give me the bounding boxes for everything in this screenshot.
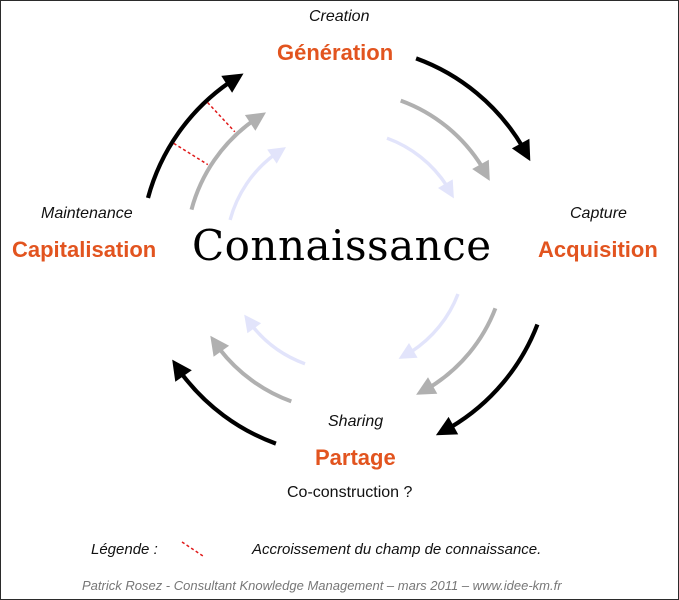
arrow-middle-bottom-left-shaft xyxy=(217,347,292,404)
arrow-inner-left-top-head xyxy=(267,147,286,164)
arrow-inner-left-top-shaft xyxy=(228,153,276,221)
stage-top-french-label: Génération xyxy=(277,40,394,65)
arrow-inner-bottom-left-shaft xyxy=(251,325,306,366)
legend-label: Légende : xyxy=(91,541,158,558)
arrow-middle-left-top-head xyxy=(244,112,266,131)
arrow-outer-right-bottom-head xyxy=(435,416,459,436)
arrow-outer-top-right-shaft xyxy=(415,56,525,148)
legend-description: Accroissement du champ de connaissance. xyxy=(252,541,542,558)
arrow-inner-bottom-left-head xyxy=(244,314,262,334)
arrow-outer-left-top-head xyxy=(221,73,244,93)
arrow-middle-top-right-head xyxy=(472,159,490,181)
arrow-outer-top-right-head xyxy=(511,138,531,162)
stage-bottom-note: Co-construction ? xyxy=(287,484,413,501)
stage-bottom-english-label: Sharing xyxy=(328,413,384,430)
arrow-middle-bottom-left-head xyxy=(210,335,230,357)
growth-dash-2 xyxy=(207,101,236,133)
legend-dash-swatch xyxy=(181,541,204,557)
arrow-outer-bottom-left-head xyxy=(172,359,192,382)
arrow-inner-right-bottom-head xyxy=(398,343,418,359)
arrow-inner-top-right-shaft xyxy=(386,136,449,187)
credit-footer: Patrick Rosez - Consultant Knowledge Man… xyxy=(82,578,562,593)
stage-left-english-label: Maintenance xyxy=(41,205,133,222)
stage-bottom-french-label: Partage xyxy=(315,445,396,470)
arrow-inner-right-bottom-shaft xyxy=(410,293,460,354)
arrow-middle-left-top-shaft xyxy=(189,119,254,211)
arrow-middle-top-right-shaft xyxy=(400,98,484,168)
stage-right-english-label: Capture xyxy=(570,205,627,222)
stage-right-french-label: Acquisition xyxy=(538,237,658,262)
arrow-middle-right-bottom-head xyxy=(416,377,438,395)
arrow-middle-right-bottom-shaft xyxy=(429,307,498,389)
arrow-outer-left-top-shaft xyxy=(145,80,231,199)
arrow-outer-right-bottom-shaft xyxy=(449,323,540,430)
growth-dash-1 xyxy=(173,142,209,166)
center-title: Connaissance xyxy=(192,221,492,270)
stage-left-french-label: Capitalisation xyxy=(12,237,157,262)
arrow-inner-top-right-head xyxy=(438,179,454,199)
arrow-outer-bottom-left-shaft xyxy=(180,372,277,446)
stage-top-english-label: Creation xyxy=(309,8,370,25)
